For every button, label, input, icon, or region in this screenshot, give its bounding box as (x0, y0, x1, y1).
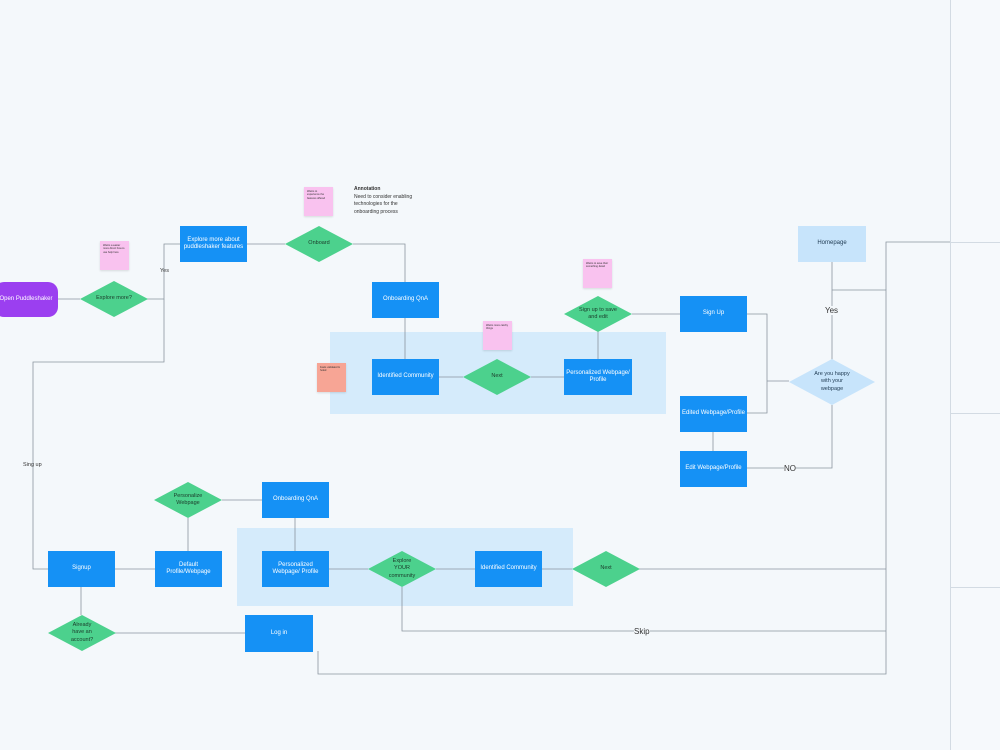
already-account-decision[interactable]: Already have an account? (48, 615, 116, 651)
edge-label-skip: Skip (634, 627, 650, 636)
next-top-label: Next (491, 373, 503, 380)
explore-more-label: Explore more? (96, 295, 132, 302)
edit-profile-node[interactable]: Edit Webpage/Profile (680, 451, 747, 487)
annotation-heading: Annotation (354, 186, 381, 192)
right-side-panel (950, 0, 1000, 750)
onboarding-qna-bottom-node[interactable]: Onboarding QnA (262, 482, 329, 518)
personalize-webpage-label: Personalize Webpage (173, 492, 203, 506)
panel-divider (951, 413, 1000, 414)
diamond-shape (154, 482, 222, 518)
annotation-note: Annotation Need to consider enabling tec… (354, 186, 418, 216)
sticky-note-features[interactable]: Wants to experience the features offered (304, 187, 333, 216)
sign-up-node[interactable]: Sign Up (680, 296, 747, 332)
diamond-shape (48, 615, 116, 651)
next-top-decision[interactable]: Next (463, 359, 531, 395)
edge-label-sing-up: Sing up (23, 462, 42, 468)
next-bottom-decision[interactable]: Next (572, 551, 640, 587)
identified-community-top-node[interactable]: Identified Community (372, 359, 439, 395)
diamond-shape (80, 281, 148, 317)
already-account-label: Already have an account? (70, 622, 94, 643)
happy-label: Are you happy with your webpage (814, 371, 850, 392)
sticky-note-save[interactable]: Wants to save their something detail (583, 259, 612, 288)
explore-your-community-decision[interactable]: Explore YOUR community (368, 551, 436, 587)
edge-label-yes-right: Yes (825, 306, 839, 315)
edited-profile-node[interactable]: Edited Webpage/Profile (680, 396, 747, 432)
next-bottom-label: Next (600, 565, 612, 572)
login-node[interactable]: Log in (245, 615, 313, 652)
edge-label-no: NO (784, 464, 796, 473)
diamond-shape (572, 551, 640, 587)
diamond-shape (564, 296, 632, 332)
personalized-profile-top-node[interactable]: Personalized Webpage/ Profile (564, 359, 632, 395)
signup-node[interactable]: Signup (48, 551, 115, 587)
panel-divider (951, 242, 1000, 243)
signup-save-edit-decision[interactable]: Sign up to save and edit (564, 296, 632, 332)
signup-save-edit-label: Sign up to save and edit (579, 306, 617, 320)
onboarding-qna-top-node[interactable]: Onboarding QnA (372, 282, 439, 318)
explore-features-node[interactable]: Explore more about puddleshaker features (180, 226, 247, 262)
personalize-webpage-decision[interactable]: Personalize Webpage (154, 482, 222, 518)
panel-divider (951, 587, 1000, 588)
diamond-shape (368, 551, 436, 587)
default-profile-node[interactable]: Default Profile/Webpage (155, 551, 222, 587)
diamond-shape (789, 359, 875, 405)
homepage-node[interactable]: Homepage (798, 226, 866, 262)
diamond-shape (463, 359, 531, 395)
happy-decision[interactable]: Are you happy with your webpage (789, 359, 875, 405)
explore-your-community-label: Explore YOUR community (388, 558, 416, 579)
identified-community-bottom-node[interactable]: Identified Community (475, 551, 542, 587)
personalized-profile-bottom-node[interactable]: Personalized Webpage/ Profile (262, 551, 329, 587)
annotation-body: Need to consider enabling technologies f… (354, 193, 413, 215)
sticky-note-help[interactable]: Wants a easier more direct how-to use he… (100, 241, 129, 270)
onboard-label: Onboard (308, 240, 330, 247)
onboard-decision[interactable]: Onboard (285, 226, 353, 262)
diamond-shape (285, 226, 353, 262)
edge-label-yes-left: Yes (160, 268, 169, 274)
explore-more-decision[interactable]: Explore more? (80, 281, 148, 317)
open-puddleshaker-node[interactable]: Open Puddleshaker (0, 282, 58, 317)
sticky-note-catchy[interactable]: Wants more catchy things (483, 321, 512, 350)
sticky-note-validated[interactable]: Feels validated & holed (317, 363, 346, 392)
